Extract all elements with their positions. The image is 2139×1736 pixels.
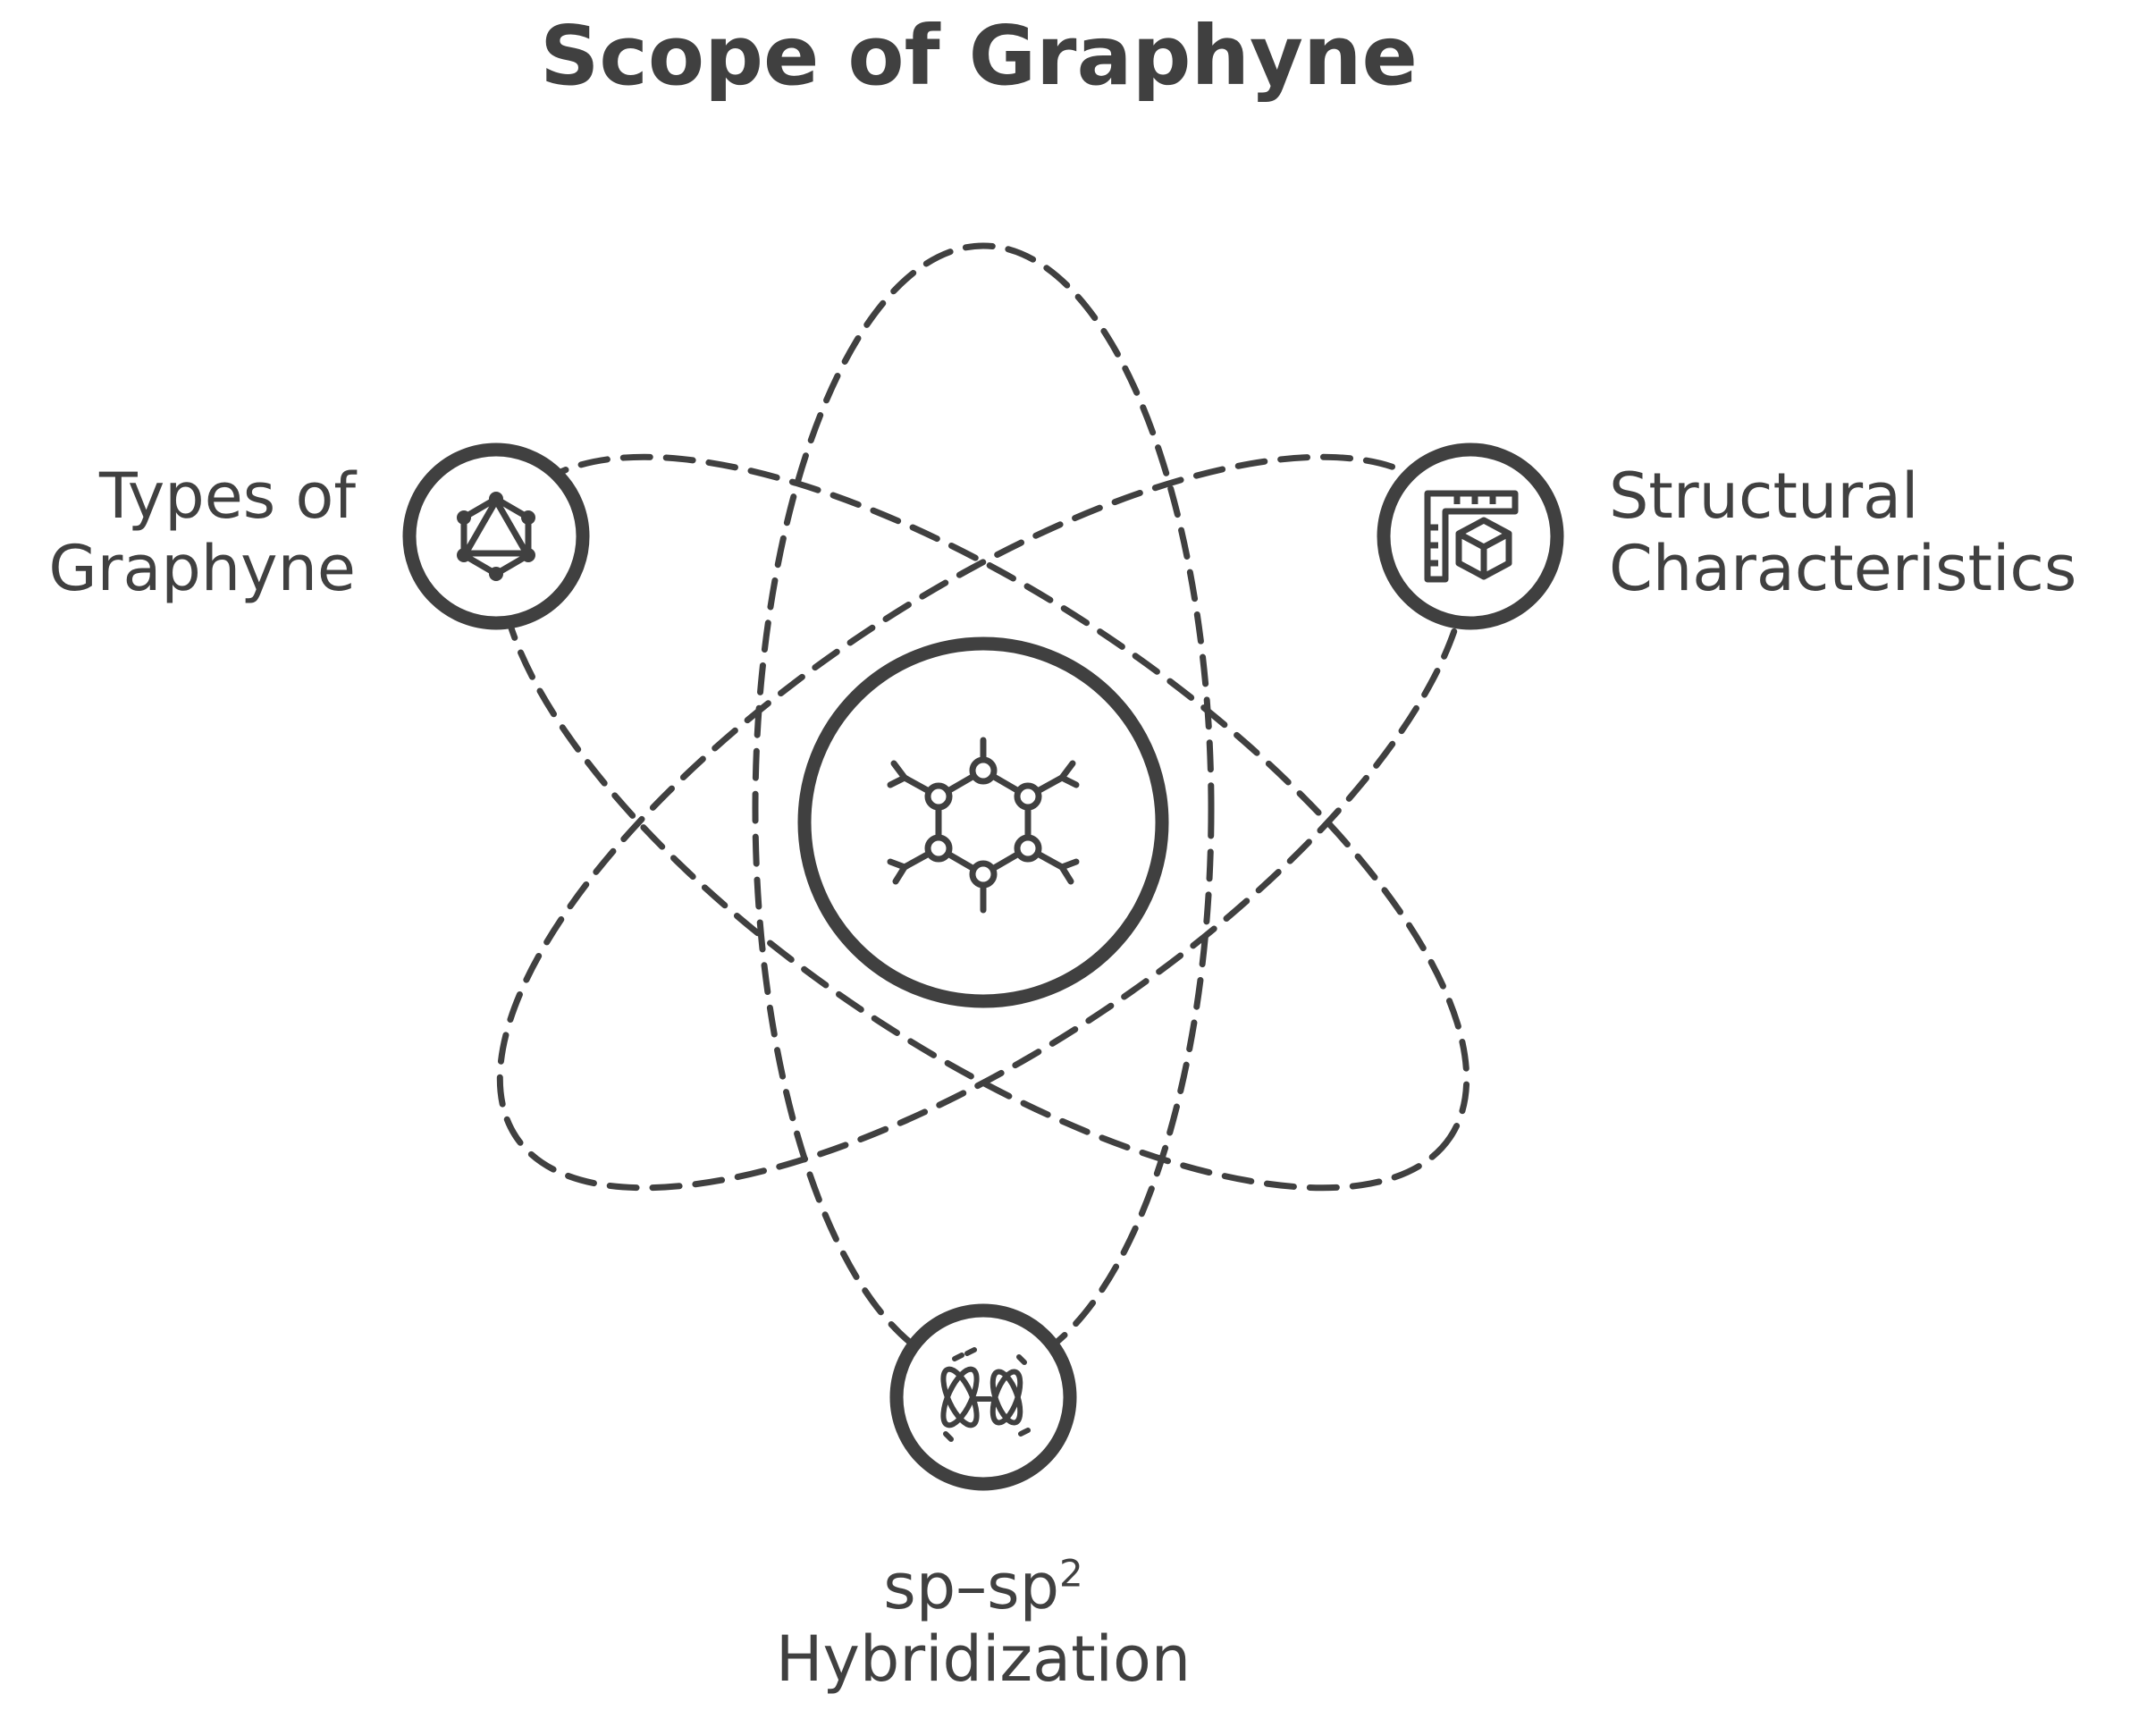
center-hub: [797, 636, 1169, 1008]
label-line: Hybridization: [775, 1622, 1192, 1696]
orbitals-icon: [940, 1347, 1031, 1442]
ruler-cube-icon: [1424, 490, 1519, 583]
label-line: Characteristics: [1609, 531, 2077, 605]
graphql-triangle-icon: [457, 492, 535, 581]
node-hybridization: [889, 1303, 1077, 1491]
node-structural-characteristics: [1377, 442, 1564, 630]
label-types-of-graphyne: Types of Graphyne: [0, 460, 356, 604]
node-types-of-graphyne: [402, 442, 590, 630]
label-structural-characteristics: Structural Characteristics: [1609, 460, 2076, 604]
graphyne-molecule-icon: [887, 737, 1080, 914]
label-hybridization: sp–sp2 Hybridization: [715, 1551, 1251, 1695]
label-base: sp–sp: [883, 1550, 1060, 1623]
label-line: sp–sp2: [715, 1551, 1251, 1623]
label-superscript: 2: [1059, 1551, 1083, 1596]
label-line: Structural: [1609, 459, 1919, 533]
label-line: Types of: [99, 459, 356, 533]
label-line: Graphyne: [48, 531, 356, 605]
page-title: Scope of Graphyne: [540, 8, 1418, 104]
